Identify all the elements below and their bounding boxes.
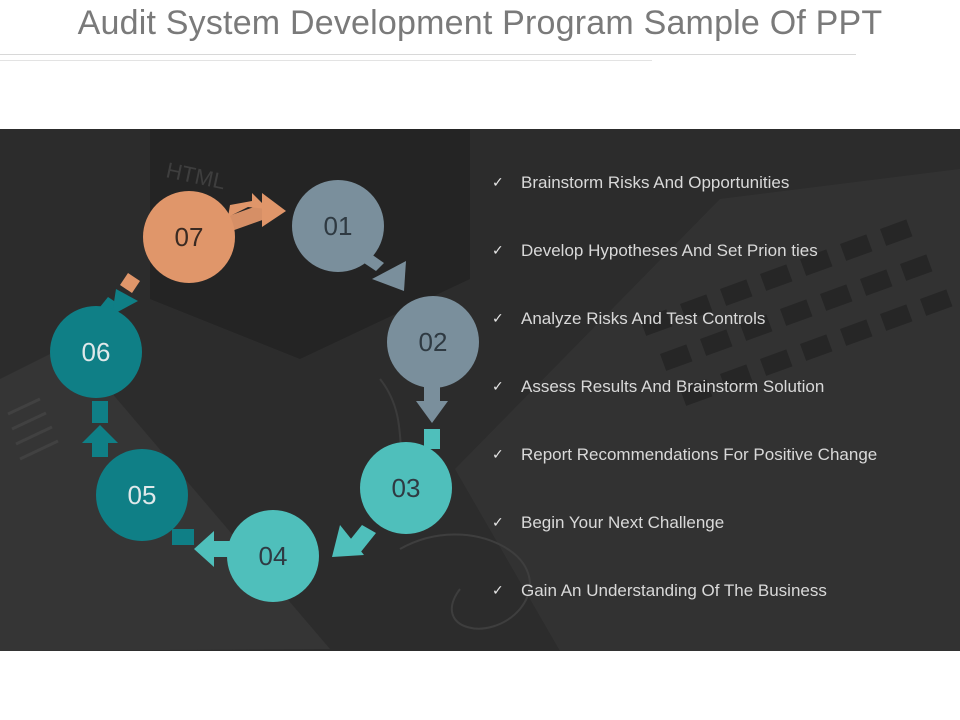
list-item: ✓ Analyze Risks And Test Controls xyxy=(492,309,932,377)
cycle-step-06: 06 xyxy=(50,306,142,398)
step-label: 06 xyxy=(82,337,111,367)
list-item-text: Develop Hypotheses And Set Prion ties xyxy=(521,241,818,260)
list-item: ✓ Report Recommendations For Positive Cha… xyxy=(492,445,932,513)
arrow-icon xyxy=(82,425,118,443)
cycle-step-07: 07 xyxy=(143,191,235,283)
arrow-icon xyxy=(112,289,138,315)
arrow-icon xyxy=(416,401,448,423)
title-rule-secondary xyxy=(0,60,652,61)
list-item: ✓ Assess Results And Brainstorm Solution xyxy=(492,377,932,445)
list-item-text: Analyze Risks And Test Controls xyxy=(521,309,766,328)
check-icon: ✓ xyxy=(492,379,504,395)
arrow-icon xyxy=(194,531,214,567)
check-icon: ✓ xyxy=(492,583,504,599)
slide-title: Audit System Development Program Sample … xyxy=(77,4,883,42)
check-icon: ✓ xyxy=(492,515,504,531)
background-image: HTML xyxy=(0,129,960,651)
check-icon: ✓ xyxy=(492,175,504,191)
content-panel: HTML xyxy=(0,129,960,651)
step-label: 04 xyxy=(259,541,288,571)
process-cycle: 01 02 03 04 05 06 07 xyxy=(50,180,479,602)
list-item-text: Assess Results And Brainstorm Solution xyxy=(521,377,825,396)
cycle-step-04: 04 xyxy=(227,510,319,602)
cycle-step-01: 01 xyxy=(292,180,384,272)
step-circle xyxy=(96,449,188,541)
arrow-icon xyxy=(210,541,232,557)
arrow-icon xyxy=(372,261,406,291)
title-rule xyxy=(0,54,856,55)
arrow-icon xyxy=(92,401,108,423)
list-item-text: Begin Your Next Challenge xyxy=(521,513,725,532)
check-icon: ✓ xyxy=(492,311,504,327)
cycle-step-03: 03 xyxy=(360,442,452,534)
list-item: ✓ Brainstorm Risks And Opportunities xyxy=(492,173,932,241)
arrow-icon xyxy=(424,429,440,449)
step-label: 05 xyxy=(128,480,157,510)
arrow-icon xyxy=(228,193,268,217)
step-label: 03 xyxy=(392,473,421,503)
arrow-icon xyxy=(262,193,286,227)
check-icon: ✓ xyxy=(492,447,504,463)
step-circle xyxy=(227,510,319,602)
arrow-icon xyxy=(172,529,194,545)
list-item: ✓ Begin Your Next Challenge xyxy=(492,513,932,581)
step-circle xyxy=(292,180,384,272)
step-circle xyxy=(143,191,235,283)
step-circle xyxy=(387,296,479,388)
step-label: 02 xyxy=(419,327,448,357)
list-item-text: Report Recommendations For Positive Chan… xyxy=(521,445,878,464)
step-circle xyxy=(50,306,142,398)
check-icon: ✓ xyxy=(492,243,504,259)
list-item: ✓ Gain An Understanding Of The Business xyxy=(492,581,932,649)
step-circle xyxy=(360,442,452,534)
list-item: ✓ Develop Hypotheses And Set Prion ties xyxy=(492,241,932,309)
step-label: 01 xyxy=(324,211,353,241)
cycle-step-02: 02 xyxy=(387,296,479,388)
arrow-icon xyxy=(120,273,140,293)
step-label: 07 xyxy=(175,222,204,252)
cycle-step-05: 05 xyxy=(96,449,188,541)
arrow-icon xyxy=(92,439,108,457)
list-item-text: Gain An Understanding Of The Business xyxy=(521,581,827,600)
arrow-icon xyxy=(332,525,364,557)
step-list: ✓ Brainstorm Risks And Opportunities ✓ Dev… xyxy=(492,173,932,649)
list-item-text: Brainstorm Risks And Opportunities xyxy=(521,173,790,192)
